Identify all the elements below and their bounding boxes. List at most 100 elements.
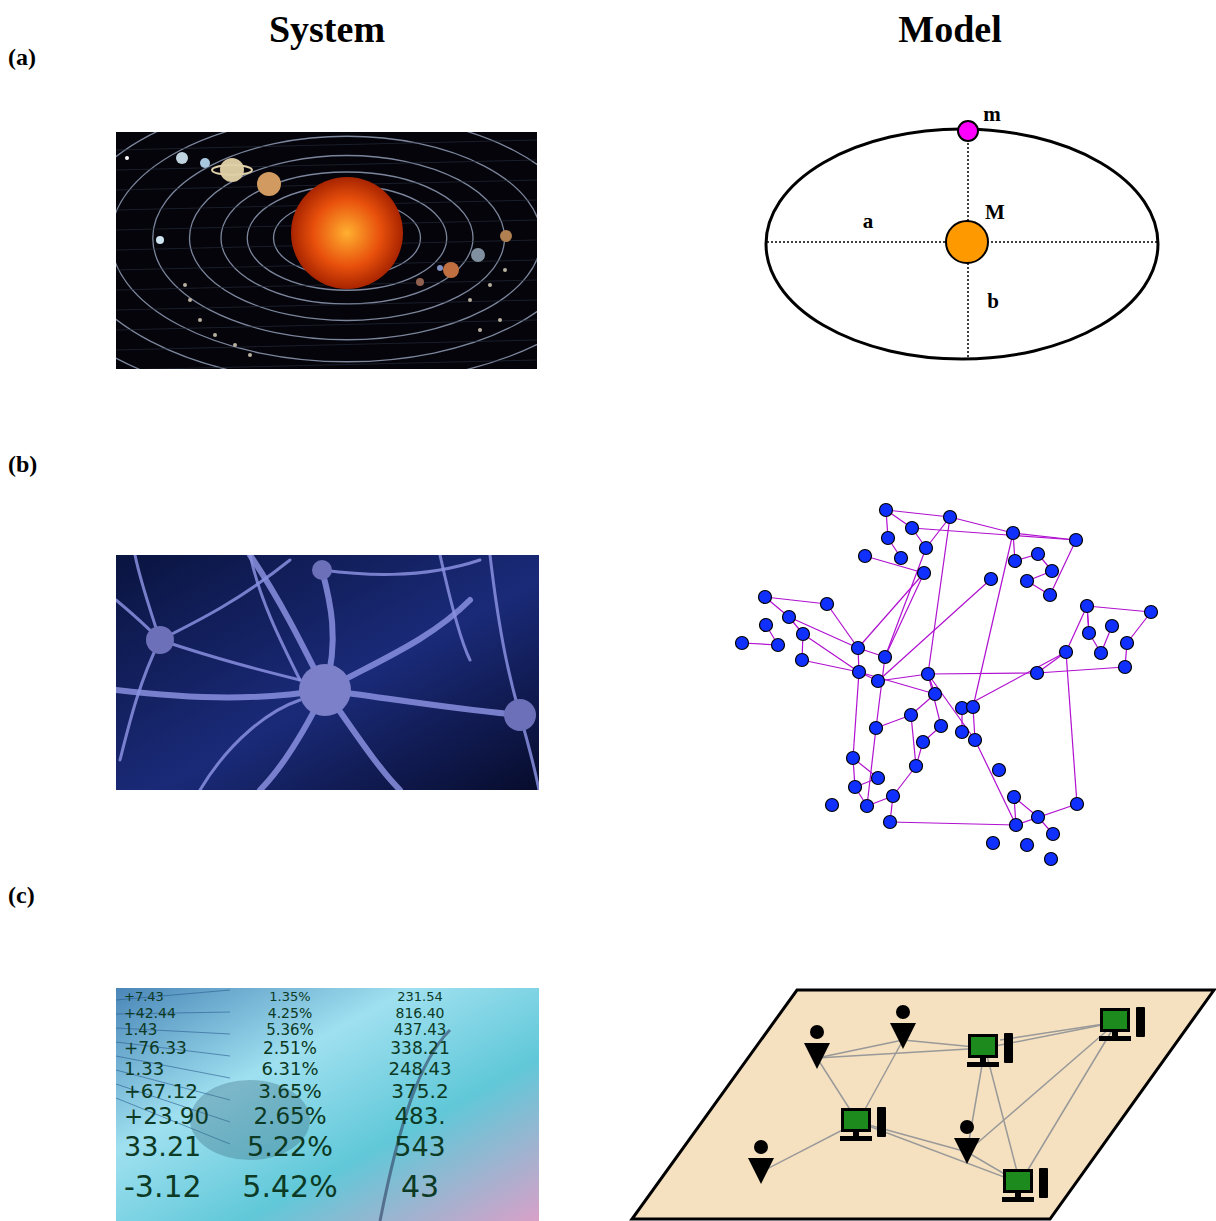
network-vertex <box>879 651 892 664</box>
dendrite <box>490 555 520 715</box>
network-vertex <box>1121 637 1134 650</box>
network-link <box>973 533 1013 707</box>
dendrite <box>120 640 160 760</box>
axis-label: b <box>987 290 999 313</box>
planet <box>176 152 188 164</box>
network-link <box>928 673 1037 674</box>
ticker-text: 2.51% <box>263 1039 317 1058</box>
ticker-text: 3.65% <box>258 1080 322 1102</box>
network-vertex <box>880 504 893 517</box>
keyboard <box>1002 1197 1034 1202</box>
ticker-text: 543 <box>394 1132 446 1162</box>
network-vertex <box>1071 798 1084 811</box>
agent-model <box>632 990 1214 1219</box>
dendrite <box>322 560 480 574</box>
axis-label: a <box>863 210 874 233</box>
grid-line <box>116 320 537 330</box>
network-vertex <box>872 675 885 688</box>
network-link <box>1087 606 1151 612</box>
network-vertex <box>772 639 785 652</box>
network-vertex <box>1007 527 1020 540</box>
dendrite <box>116 690 325 698</box>
planet <box>200 158 210 168</box>
network-link <box>911 715 916 766</box>
monitor-frame <box>1100 1008 1130 1032</box>
planet <box>416 278 424 286</box>
network-link <box>827 604 858 648</box>
network-vertex <box>1046 565 1059 578</box>
agent-link <box>967 1022 1117 1152</box>
network-vertex <box>882 532 895 545</box>
network-vertex <box>1070 534 1083 547</box>
cell-body <box>312 560 332 580</box>
ticker-text: 437.43 <box>394 1022 447 1039</box>
computer-tower <box>1004 1033 1013 1063</box>
monitor-frame <box>1003 1169 1033 1193</box>
orbit-line <box>153 136 537 340</box>
network-vertex <box>1060 646 1073 659</box>
asteroid <box>183 283 187 287</box>
ticker-text: 33.21 <box>124 1132 201 1162</box>
dendrite <box>160 560 290 640</box>
ticker-text: 4.25% <box>268 1006 312 1021</box>
asteroid <box>498 318 502 322</box>
stock-ticker-photo <box>116 988 539 1221</box>
network-vertex <box>1081 600 1094 613</box>
network-vertex <box>1032 811 1045 824</box>
network-vertex <box>1032 548 1045 561</box>
grid-line <box>116 140 537 150</box>
network-vertex <box>1119 661 1132 674</box>
dendrite <box>200 700 300 790</box>
network-vertex <box>987 837 1000 850</box>
column-heading: System <box>269 9 385 51</box>
network-vertex <box>1047 828 1060 841</box>
space-ground <box>116 132 537 369</box>
network-link <box>876 657 885 728</box>
network-vertex <box>922 668 935 681</box>
ticker-text: 2.65% <box>253 1104 326 1129</box>
monitor-stand <box>980 1058 986 1062</box>
monitor-frame <box>968 1034 998 1058</box>
computer-tower <box>1136 1007 1145 1037</box>
person-body <box>954 1138 980 1164</box>
grid-line <box>116 340 537 350</box>
computer-tower <box>1039 1168 1048 1198</box>
orbiting-mass <box>958 121 978 141</box>
ticker-text: -3.12 <box>124 1170 202 1203</box>
network-link <box>1037 667 1125 673</box>
network-vertex <box>852 642 865 655</box>
person-head <box>810 1025 824 1039</box>
ticker-text: 375.2 <box>391 1080 448 1102</box>
ticker-text: +7.43 <box>124 990 164 1004</box>
network-link <box>885 548 926 657</box>
panel-label: (b) <box>8 451 37 477</box>
monitor-screen <box>1006 1172 1030 1190</box>
grid-line <box>116 360 537 369</box>
panel-label: (c) <box>8 882 35 908</box>
planet <box>443 262 459 278</box>
orbit-line <box>116 132 537 369</box>
network-vertex <box>796 654 809 667</box>
network-link <box>1016 804 1077 825</box>
keyboard <box>1099 1036 1131 1041</box>
network-vertex <box>1008 791 1021 804</box>
network-vertex <box>956 726 969 739</box>
ticker-text: 483. <box>394 1104 445 1129</box>
network-vertex <box>1045 853 1058 866</box>
asteroid <box>478 328 482 332</box>
network-vertex <box>849 781 862 794</box>
planet <box>125 156 129 160</box>
network-vertex <box>759 591 772 604</box>
network-vertex <box>1031 667 1044 680</box>
network-vertex <box>1145 606 1158 619</box>
planet-ring <box>212 165 252 175</box>
ticker-text: 5.42% <box>242 1170 337 1203</box>
agent-link <box>985 1048 1020 1183</box>
dendrite <box>160 640 300 680</box>
dendrite <box>250 555 300 680</box>
network-link <box>867 728 876 806</box>
network-vertex <box>1095 647 1108 660</box>
agent-plane <box>632 990 1214 1219</box>
orbit-ellipse <box>766 129 1158 359</box>
